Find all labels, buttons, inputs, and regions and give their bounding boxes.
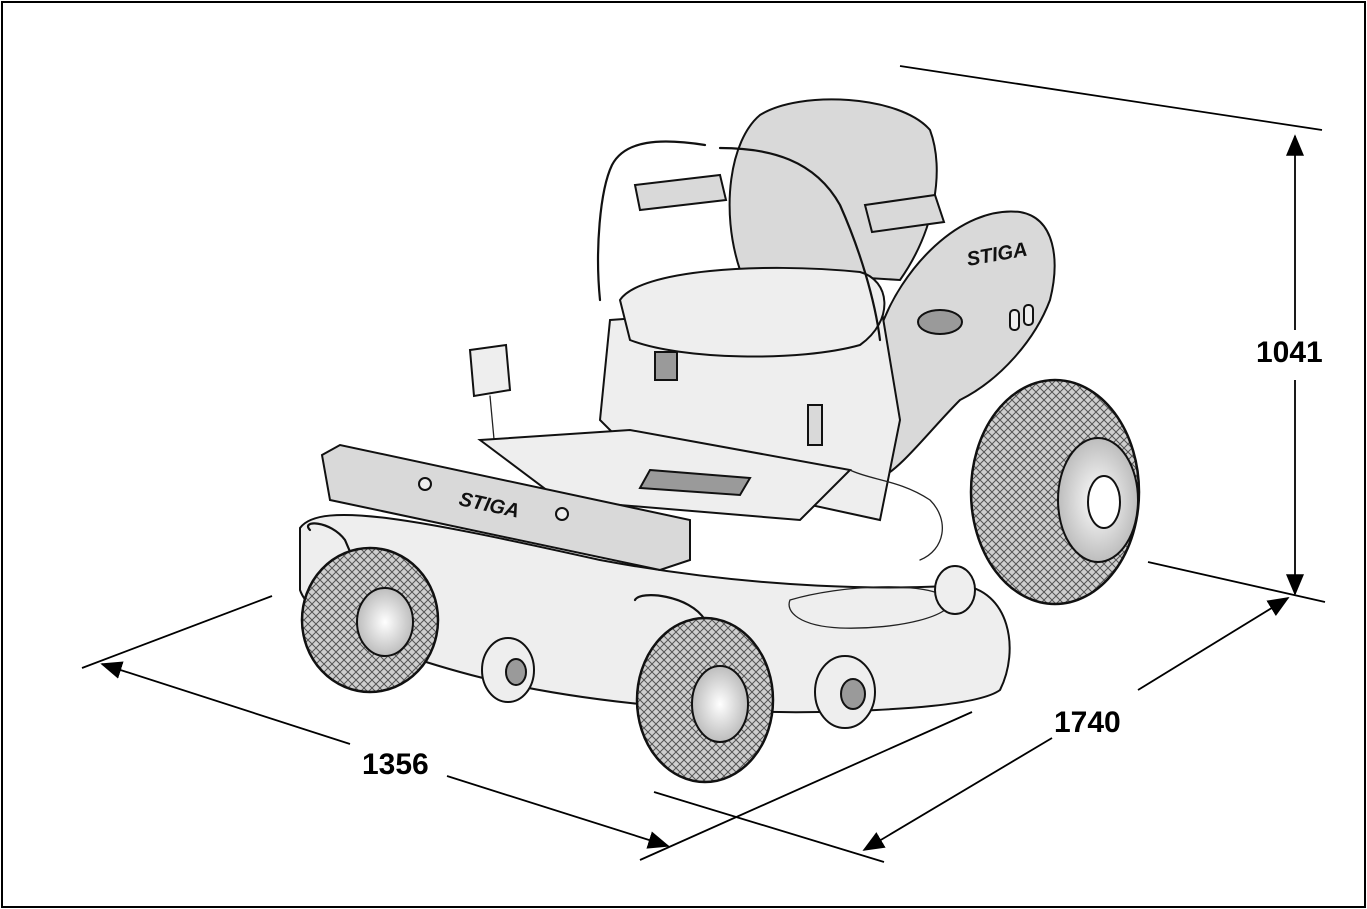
engine-linkage [849,469,943,561]
height-gauge [807,404,823,446]
foot-pedal [468,343,512,398]
bumper-bolt-right [555,507,569,521]
width-arrow-left [100,661,351,745]
warning-decal [654,351,678,381]
height-extension-top [899,65,1323,131]
floor-grate [638,468,752,497]
right-steering-lever [718,146,882,342]
mower-illustration: STIGA STIGA [299,98,1141,784]
bumper-bolt-left [418,477,432,491]
front-right-hub [691,665,749,743]
fuel-cap [917,309,963,335]
right-armrest [863,193,946,234]
length-arrow-rear [1137,597,1290,691]
seat-cushion [618,266,886,358]
height-dimension: 1041 [899,65,1326,603]
length-label: 1740 [1054,706,1121,739]
deck-gauge-hub-right [840,678,866,710]
length-arrow-front [862,737,1053,851]
rear-wheel-hub [1087,475,1121,529]
fender-light-left [1009,309,1020,331]
left-armrest [633,173,728,212]
length-extension-front [653,791,885,863]
deck-gauge-hub-left [505,658,527,686]
length-dimension: 1740 [653,597,1290,863]
width-dimension: 1356 [81,595,973,861]
width-extension-right [639,711,973,861]
left-caster-fork [306,522,362,577]
width-arrow-right [446,775,670,849]
front-left-hub [356,587,414,657]
seat-back [728,98,938,282]
front-bumper [320,443,691,572]
fender-light-right [1023,304,1034,326]
height-label: 1041 [1256,336,1323,369]
rear-fender [879,210,1056,480]
deck-cover [788,586,951,629]
left-steering-lever [596,140,707,302]
width-label: 1356 [362,748,429,781]
width-extension-left [81,595,273,669]
deck-gauge-wheel-rear [934,565,976,615]
